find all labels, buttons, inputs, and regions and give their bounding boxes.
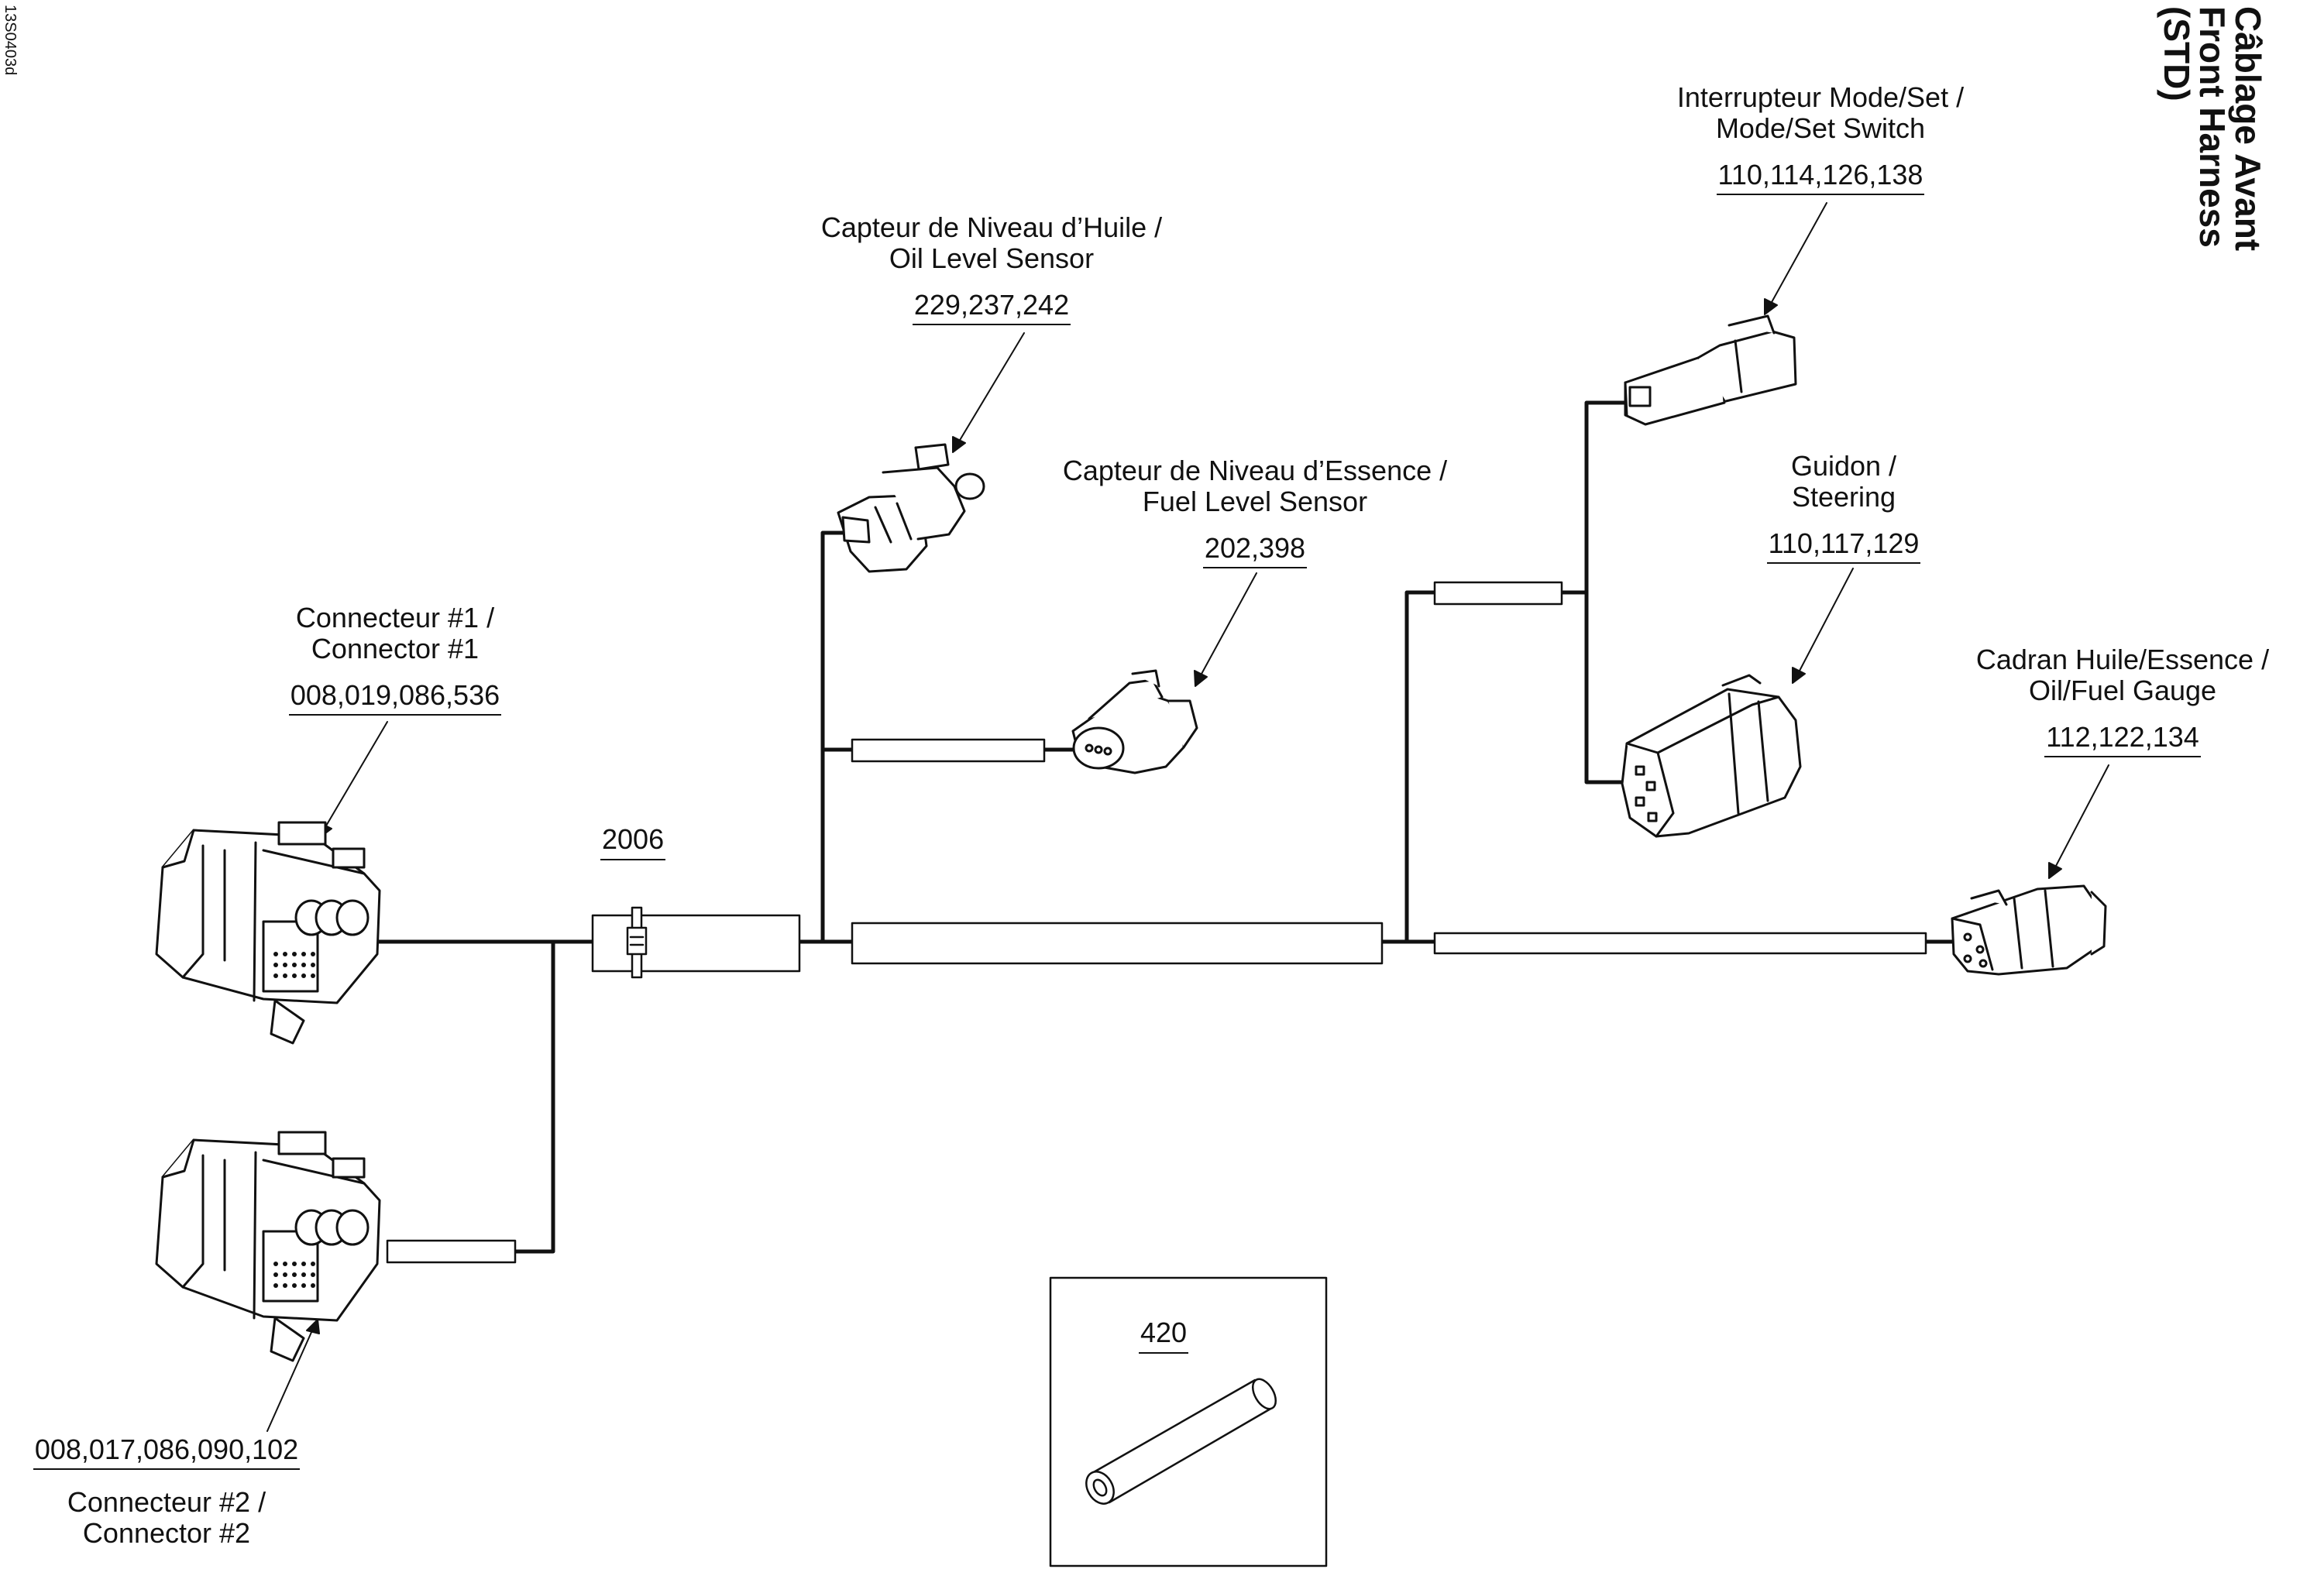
label-tube: 420 (1139, 1317, 1189, 1354)
oil-level-sensor-parts: 229,237,242 (912, 290, 1071, 325)
connector1-label-fr: Connecteur #1 / (295, 602, 495, 633)
tube-420-inset (1049, 1276, 1328, 1567)
fuel-level-sensor-connector (1071, 669, 1198, 774)
sleeve-gauge (1433, 932, 1927, 955)
title-line-3: (STD) (2157, 6, 2197, 101)
label-fuel-level-sensor: Capteur de Niveau d’Essence / Fuel Level… (1023, 455, 1487, 568)
oil-level-sensor-label-en: Oil Level Sensor (889, 242, 1095, 274)
mode-set-switch-connector (1624, 314, 1797, 426)
sleeve-fuel (851, 738, 1046, 763)
connector2-parts: 008,017,086,090,102 (33, 1434, 301, 1470)
sleeve-main-left (591, 914, 801, 973)
label-oil-fuel-gauge: Cadran Huile/Essence / Oil/Fuel Gauge 11… (1921, 644, 2324, 757)
fuel-level-sensor-label-en: Fuel Level Sensor (1142, 486, 1368, 517)
label-mode-set-switch: Interrupteur Mode/Set / Mode/Set Switch … (1627, 82, 2014, 195)
steering-parts: 110,117,129 (1766, 528, 1921, 564)
mode-set-switch-label-fr: Interrupteur Mode/Set / (1676, 81, 1965, 113)
connector1-label-en: Connector #1 (311, 633, 480, 664)
diagram-title: Câblage Avant Front Harness (STD) (2157, 6, 2268, 252)
oil-level-sensor-label-fr: Capteur de Niveau d’Huile / (820, 211, 1163, 243)
oil-fuel-gauge-label-en: Oil/Fuel Gauge (2028, 675, 2217, 706)
fuel-level-sensor-parts: 202,398 (1202, 533, 1308, 568)
label-cable-tie: 2006 (600, 823, 666, 860)
connector2-label-fr: Connecteur #2 / (67, 1486, 266, 1518)
tube-parts: 420 (1139, 1317, 1189, 1354)
title-line-2: Front Harness (2192, 6, 2233, 248)
label-steering: Guidon / Steering 110,117,129 (1689, 451, 1999, 564)
mode-set-switch-label-en: Mode/Set Switch (1715, 112, 1926, 144)
cable-tie-parts: 2006 (600, 823, 666, 860)
sleeve-steering (1433, 581, 1563, 606)
document-id: 13S0403d (2, 5, 19, 76)
label-connector2: 008,017,086,090,102 Connecteur #2 / Conn… (0, 1434, 333, 1549)
label-oil-level-sensor: Capteur de Niveau d’Huile / Oil Level Se… (775, 212, 1208, 325)
oil-fuel-gauge-label-fr: Cadran Huile/Essence / (1975, 644, 2270, 675)
steering-connector (1621, 674, 1802, 838)
connector1-housing (155, 821, 381, 1045)
fuel-level-sensor-label-fr: Capteur de Niveau d’Essence / (1062, 455, 1448, 486)
sleeve-main-center (851, 922, 1384, 965)
connector1-parts: 008,019,086,536 (288, 680, 502, 716)
cable-tie-2006 (626, 906, 648, 979)
sleeve-connector2 (386, 1239, 517, 1264)
steering-label-en: Steering (1791, 481, 1896, 513)
mode-set-switch-parts: 110,114,126,138 (1716, 160, 1925, 195)
title-line-1: Câblage Avant (2228, 6, 2268, 252)
harness-sleeves (386, 581, 1927, 1264)
oil-fuel-gauge-connector (1951, 884, 2107, 976)
oil-fuel-gauge-parts: 112,122,134 (2044, 722, 2201, 757)
label-connector1: Connecteur #1 / Connector #1 008,019,086… (240, 603, 550, 716)
connector2-housing (155, 1131, 381, 1362)
leader-lines (266, 202, 2109, 1432)
steering-label-fr: Guidon / (1790, 450, 1897, 482)
connector2-label-en: Connector #2 (82, 1517, 251, 1549)
oil-level-sensor-connector (837, 443, 985, 573)
